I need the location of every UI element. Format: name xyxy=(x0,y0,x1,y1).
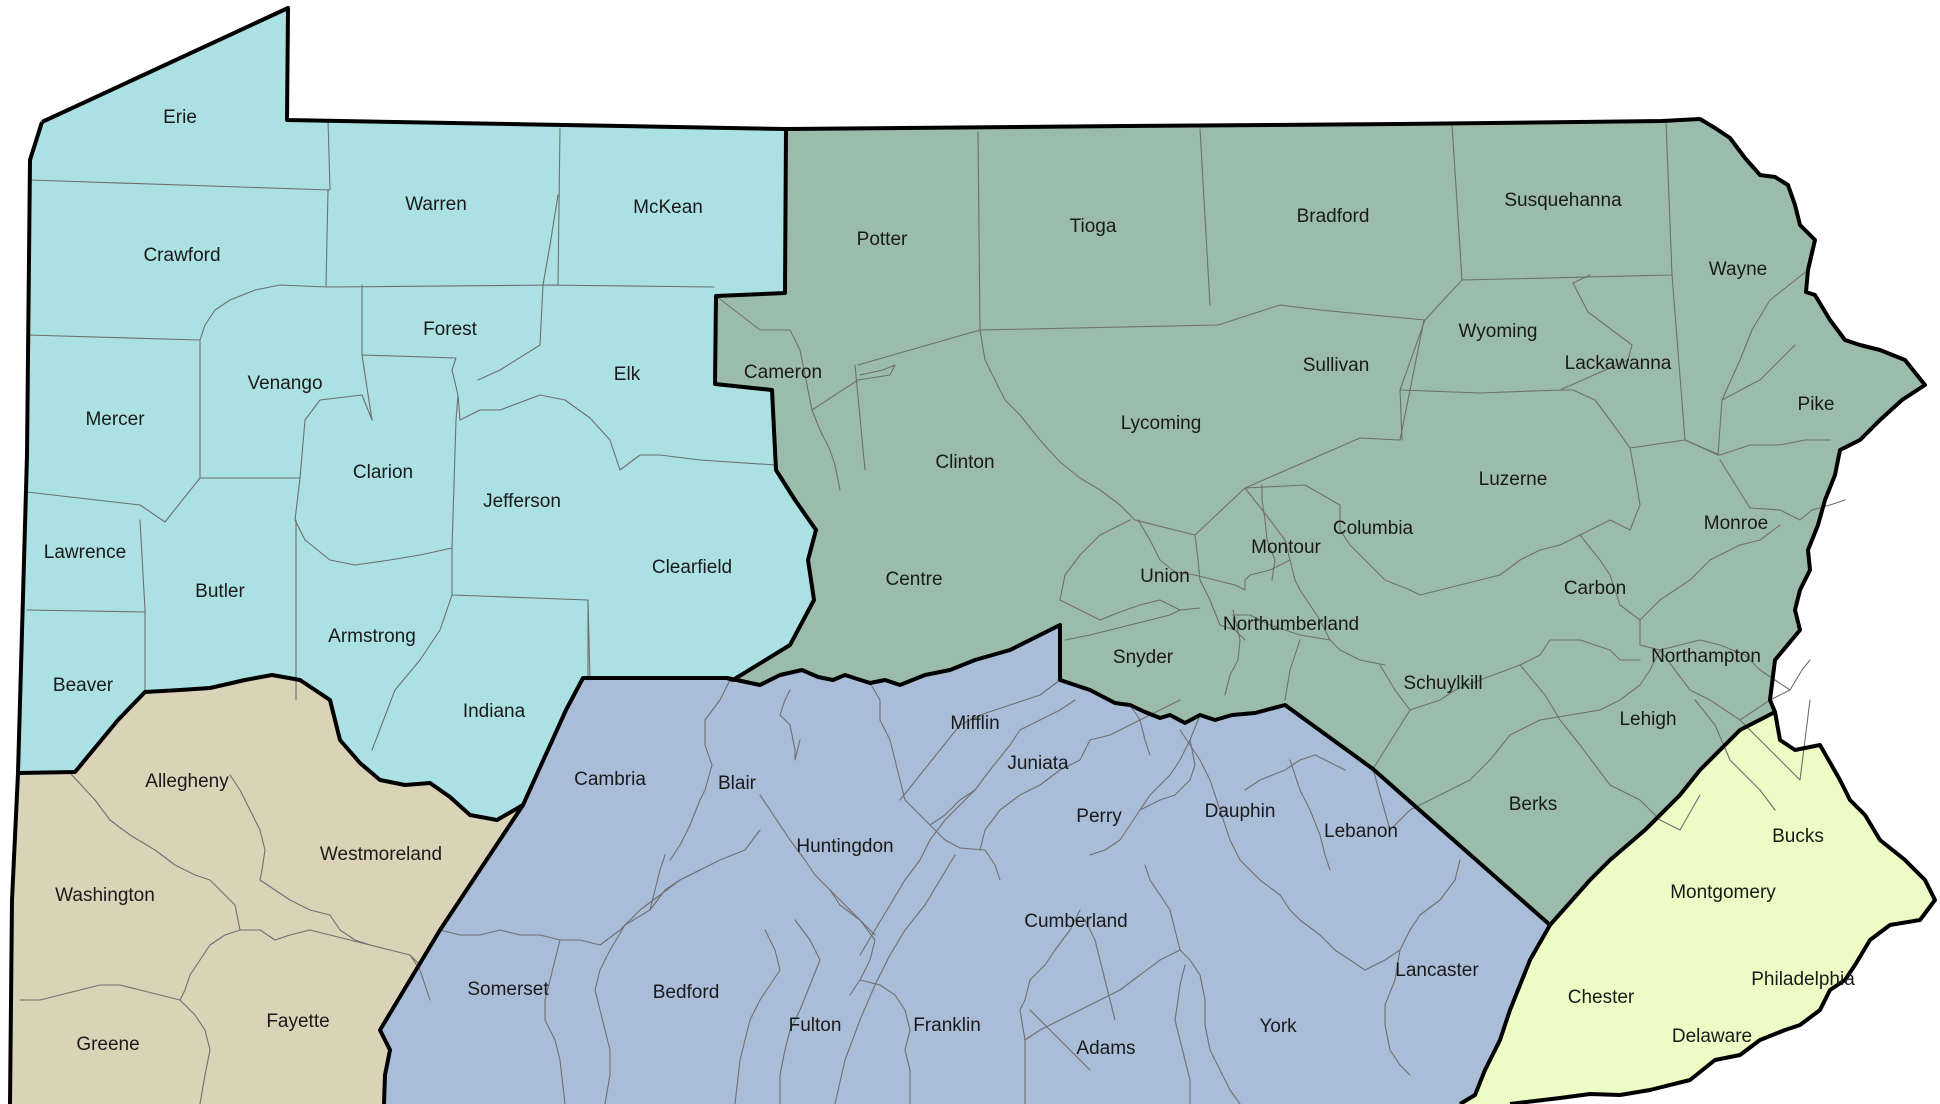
county-label-philadelphia: Philadelphia xyxy=(1751,969,1855,990)
county-label-tioga: Tioga xyxy=(1070,216,1117,237)
county-label-lehigh: Lehigh xyxy=(1619,709,1676,730)
county-labels: Erie Warren McKean Crawford Forest Elk V… xyxy=(44,107,1855,1059)
county-label-greene: Greene xyxy=(76,1034,139,1055)
county-label-montour: Montour xyxy=(1251,537,1321,558)
county-label-elk: Elk xyxy=(614,364,641,385)
region-southeast xyxy=(1460,712,1935,1104)
county-label-lancaster: Lancaster xyxy=(1395,960,1479,981)
county-label-delaware: Delaware xyxy=(1672,1026,1752,1047)
county-label-columbia: Columbia xyxy=(1333,518,1414,539)
county-label-dauphin: Dauphin xyxy=(1205,801,1276,822)
county-label-northumberland: Northumberland xyxy=(1223,614,1359,635)
county-label-crawford: Crawford xyxy=(143,245,220,266)
county-label-armstrong: Armstrong xyxy=(328,626,416,647)
county-label-york: York xyxy=(1259,1016,1297,1037)
county-label-mckean: McKean xyxy=(633,197,703,218)
county-label-lackawanna: Lackawanna xyxy=(1565,353,1672,374)
county-label-schuylkill: Schuylkill xyxy=(1403,673,1482,694)
county-label-warren: Warren xyxy=(405,194,467,215)
region-southwest xyxy=(10,675,523,1104)
county-label-luzerne: Luzerne xyxy=(1479,469,1548,490)
county-label-washington: Washington xyxy=(55,885,155,906)
county-label-centre: Centre xyxy=(885,569,942,590)
county-label-wayne: Wayne xyxy=(1709,259,1767,280)
county-label-chester: Chester xyxy=(1568,987,1635,1008)
county-label-adams: Adams xyxy=(1076,1038,1135,1059)
county-label-northampton: Northampton xyxy=(1651,646,1761,667)
county-label-montgomery: Montgomery xyxy=(1670,882,1776,903)
region-borders xyxy=(8,6,1937,1104)
county-label-huntingdon: Huntingdon xyxy=(796,836,893,857)
region-northwest xyxy=(18,8,816,820)
county-label-franklin: Franklin xyxy=(913,1015,981,1036)
county-label-pike: Pike xyxy=(1798,394,1835,415)
county-label-carbon: Carbon xyxy=(1564,578,1626,599)
county-label-westmoreland: Westmoreland xyxy=(320,844,442,865)
county-label-butler: Butler xyxy=(195,581,245,602)
county-label-mifflin: Mifflin xyxy=(950,713,999,734)
county-label-potter: Potter xyxy=(857,229,908,250)
county-boundaries xyxy=(19,119,1846,1104)
county-label-juniata: Juniata xyxy=(1007,753,1069,774)
county-label-wyoming: Wyoming xyxy=(1458,321,1537,342)
region-southcentral xyxy=(380,625,1550,1104)
county-label-cumberland: Cumberland xyxy=(1024,911,1128,932)
region-northcentral-east xyxy=(715,119,1925,925)
county-label-clarion: Clarion xyxy=(353,462,413,483)
county-label-sullivan: Sullivan xyxy=(1303,355,1370,376)
county-label-allegheny: Allegheny xyxy=(145,771,229,792)
county-label-beaver: Beaver xyxy=(53,675,114,696)
county-label-mercer: Mercer xyxy=(85,409,145,430)
county-label-monroe: Monroe xyxy=(1704,513,1768,534)
county-label-perry: Perry xyxy=(1076,806,1122,827)
county-label-bedford: Bedford xyxy=(653,982,720,1003)
county-label-jefferson: Jefferson xyxy=(483,491,561,512)
county-label-forest: Forest xyxy=(423,319,478,340)
county-label-somerset: Somerset xyxy=(467,979,549,1000)
county-label-lawrence: Lawrence xyxy=(44,542,126,563)
county-label-venango: Venango xyxy=(247,373,322,394)
county-label-berks: Berks xyxy=(1509,794,1558,815)
county-label-bucks: Bucks xyxy=(1772,826,1824,847)
county-label-erie: Erie xyxy=(163,107,197,128)
county-label-susquehanna: Susquehanna xyxy=(1504,190,1622,211)
county-label-clinton: Clinton xyxy=(935,452,994,473)
county-label-cameron: Cameron xyxy=(744,362,822,383)
county-label-indiana: Indiana xyxy=(463,701,526,722)
county-label-cambria: Cambria xyxy=(574,769,646,790)
county-label-clearfield: Clearfield xyxy=(652,557,732,578)
county-label-lebanon: Lebanon xyxy=(1324,821,1398,842)
county-label-fulton: Fulton xyxy=(789,1015,842,1036)
county-label-lycoming: Lycoming xyxy=(1121,413,1202,434)
county-label-snyder: Snyder xyxy=(1113,647,1174,668)
county-label-blair: Blair xyxy=(718,773,757,794)
county-label-bradford: Bradford xyxy=(1297,206,1370,227)
county-label-fayette: Fayette xyxy=(266,1011,329,1032)
county-label-union: Union xyxy=(1140,566,1190,587)
